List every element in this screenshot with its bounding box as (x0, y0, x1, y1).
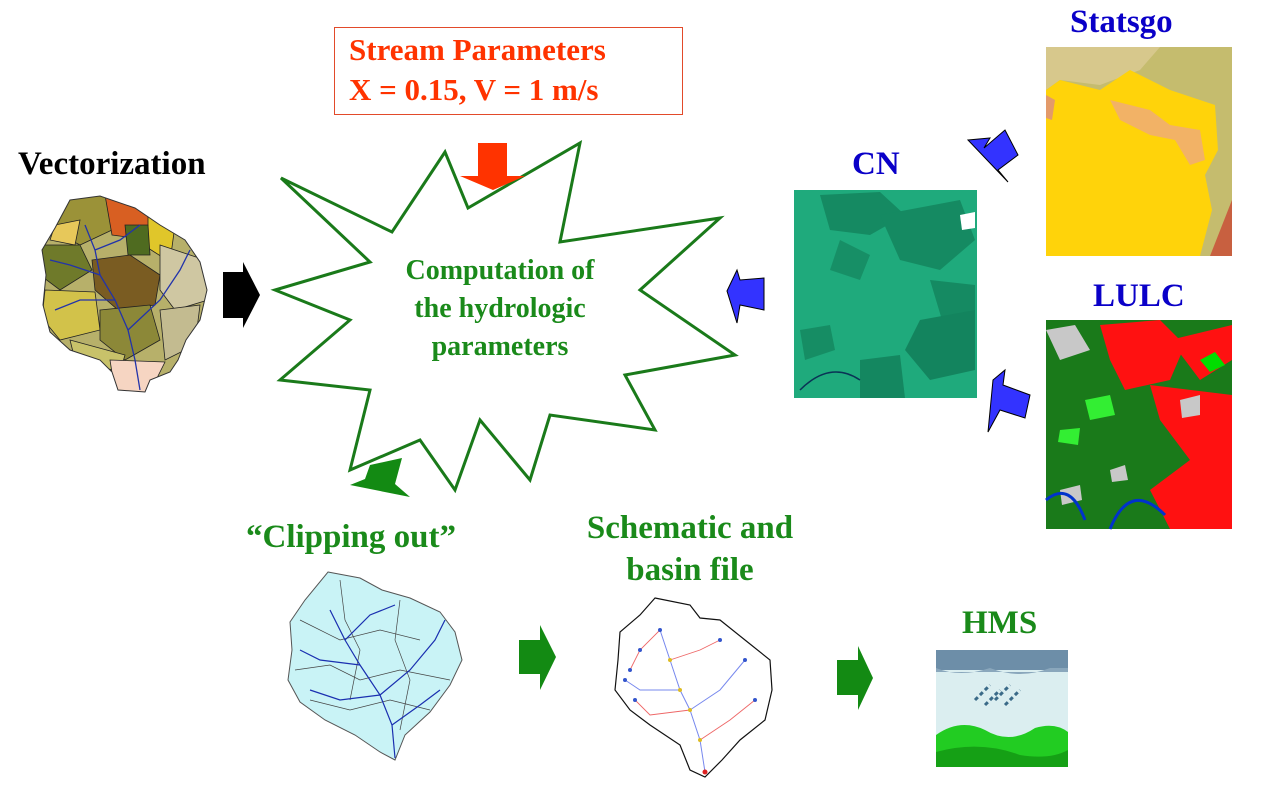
statsgo-label: Statsgo (1070, 4, 1173, 40)
computation-line-2: the hydrologic (414, 293, 586, 324)
schematic-line-1: Schematic and (586, 510, 794, 546)
cn-map-image (794, 190, 977, 398)
computation-line-1: Computation of (405, 255, 595, 286)
green-arrow-1-icon (519, 625, 556, 690)
stream-parameters-box: Stream Parameters X = 0.15, V = 1 m/s (334, 27, 683, 115)
computation-text: Computation of the hydrologic parameters (360, 252, 640, 366)
stream-parameters-values: X = 0.15, V = 1 m/s (349, 72, 599, 107)
lulc-label: LULC (1093, 278, 1185, 314)
green-down-arrow-icon (350, 458, 410, 497)
red-down-arrow-icon (460, 143, 525, 190)
computation-line-3: parameters (431, 331, 569, 362)
schematic-map-image (614, 597, 773, 778)
black-arrow-icon (223, 262, 260, 328)
stream-parameters-title: Stream Parameters (349, 32, 606, 67)
blue-arrow-lulc-icon (987, 368, 1031, 433)
hms-label: HMS (962, 605, 1038, 641)
hms-icon (936, 650, 1068, 767)
schematic-label: Schematic and basin file (560, 507, 820, 591)
clipping-out-map-image (287, 571, 463, 761)
vectorization-map-image (41, 195, 208, 393)
lulc-map-image (1045, 320, 1232, 530)
schematic-line-2: basin file (626, 552, 754, 588)
statsgo-map-image (1046, 47, 1232, 256)
blue-arrow-statsgo-icon (966, 129, 1019, 183)
blue-arrow-cn-icon (726, 268, 765, 324)
clipping-out-label: “Clipping out” (246, 519, 456, 555)
computation-starburst-shape (270, 140, 739, 494)
vectorization-label: Vectorization (18, 146, 206, 182)
green-arrow-2-icon (837, 646, 873, 710)
cn-label: CN (852, 146, 900, 182)
